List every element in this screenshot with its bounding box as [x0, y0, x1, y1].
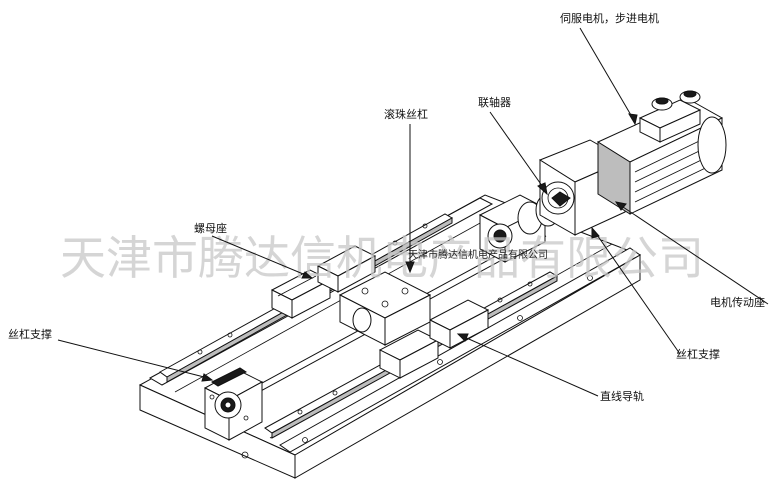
slider-block-back-right	[316, 245, 377, 293]
label-screw-support-left: 丝杠支撑	[8, 327, 52, 341]
label-nut-seat: 螺母座	[194, 221, 227, 235]
label-coupling: 联轴器	[478, 95, 511, 109]
label-motor: 伺服电机，步进电机	[560, 11, 659, 25]
watermark-small-text: 天津市腾达信机电产品有限公司	[408, 248, 548, 261]
label-ball-screw: 滚珠丝杠	[384, 107, 428, 121]
servo-motor	[596, 90, 727, 215]
label-linear-guide: 直线导轨	[600, 389, 644, 403]
label-motor-mount: 电机传动座	[710, 295, 765, 309]
screw-support-left	[203, 367, 264, 441]
base-holes	[241, 275, 593, 459]
slider-block-front-left	[378, 329, 440, 379]
nut-seat	[338, 271, 432, 346]
leader-lines	[57, 27, 769, 397]
label-screw-support-right: 丝杠支撑	[676, 347, 720, 361]
watermark-text: 天津市腾达信机电产品有限公司	[60, 231, 704, 285]
slider-block-front-right	[428, 299, 490, 349]
